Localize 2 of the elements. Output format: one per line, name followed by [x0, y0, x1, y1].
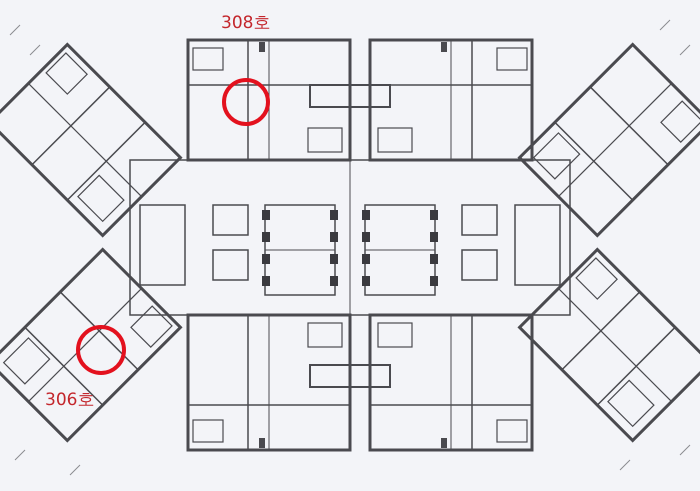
unit-number-label: 308호 — [221, 15, 270, 32]
unit-number-label: 306호 — [45, 392, 94, 409]
